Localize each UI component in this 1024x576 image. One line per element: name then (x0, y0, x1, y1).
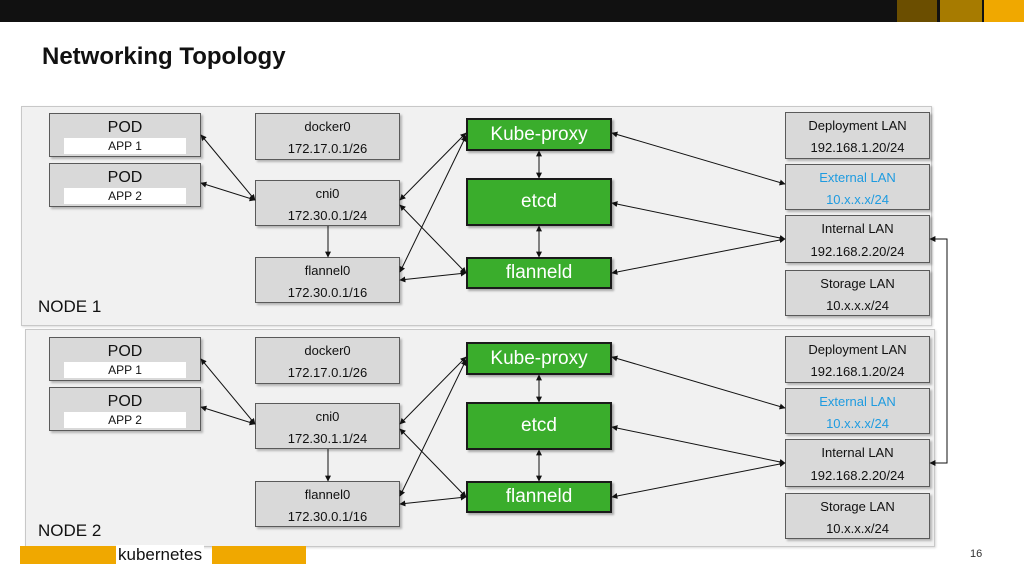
lan-ip: 10.x.x.x/24 (826, 298, 889, 313)
interface-name: docker0 (304, 119, 351, 134)
top-bar (0, 0, 1024, 22)
connector-flanneld-internallan (611, 461, 786, 499)
lan-ip: 192.168.1.20/24 (810, 364, 905, 379)
connector-pod2-cni0 (200, 181, 256, 202)
node-2-flannel0: flannel0 172.30.0.1/16 (255, 481, 400, 527)
node-2-etcd: etcd (466, 402, 612, 450)
node-2-flanneld: flanneld (466, 481, 612, 513)
interface-name: flannel0 (304, 263, 351, 278)
connector-flannel0-kubeproxy (399, 359, 467, 497)
node-2-external-lan: External LAN 10.x.x.x/24 (785, 388, 930, 434)
connector-internal-lan-link (929, 236, 948, 466)
slide-title: Networking Topology (42, 43, 286, 70)
node-1-flannel0: flannel0 172.30.0.1/16 (255, 257, 400, 303)
node-1-flanneld: flanneld (466, 257, 612, 289)
service-label: etcd (521, 415, 557, 436)
connector-etcd-internallan (611, 425, 786, 465)
lan-name: Storage LAN (820, 499, 895, 514)
connector-pod2-cni0 (200, 405, 256, 426)
lan-name: External LAN (819, 394, 896, 409)
node-2-pod-app1: POD APP 1 (49, 337, 201, 381)
connector-pod1-cni0 (200, 358, 256, 425)
connector-flanneld-internallan (611, 237, 786, 275)
lan-ip: 192.168.2.20/24 (810, 468, 905, 483)
interface-ip: 172.30.1.1/24 (287, 431, 368, 446)
connector-kubeproxy-externallan (611, 355, 786, 410)
lan-name: Deployment LAN (808, 342, 907, 357)
interface-ip: 172.17.0.1/26 (287, 365, 368, 380)
connector-etcd-internallan (611, 201, 786, 241)
pod-label: POD (107, 119, 143, 136)
node-1-pod-app2: POD APP 2 (49, 163, 201, 207)
interface-ip: 172.30.0.1/16 (287, 285, 368, 300)
lan-name: Internal LAN (821, 445, 894, 460)
lan-ip: 192.168.2.20/24 (810, 244, 905, 259)
connector-flannel0-flanneld (399, 494, 467, 507)
interface-ip: 172.30.0.1/24 (287, 208, 368, 223)
interface-ip: 172.30.0.1/16 (287, 509, 368, 524)
pod-app-label: APP 2 (64, 412, 186, 428)
node-2-label: NODE 2 (38, 521, 102, 540)
lan-ip: 192.168.1.20/24 (810, 140, 905, 155)
node-1-internal-lan: Internal LAN 192.168.2.20/24 (785, 215, 930, 263)
lan-name: Internal LAN (821, 221, 894, 236)
service-label: Kube-proxy (490, 348, 588, 369)
connector-cni0-flanneld (399, 204, 467, 274)
connector-kubeproxy-externallan (611, 131, 786, 186)
node-2-deployment-lan: Deployment LAN 192.168.1.20/24 (785, 336, 930, 383)
pod-label: POD (107, 393, 143, 410)
lan-name: Storage LAN (820, 276, 895, 291)
node-1-kube-proxy: Kube-proxy (466, 118, 612, 151)
connector-flannel0-flanneld (399, 270, 467, 283)
interface-name: cni0 (315, 409, 340, 424)
interface-name: flannel0 (304, 487, 351, 502)
interface-name: cni0 (315, 186, 340, 201)
footer-kubernetes: kubernetes (116, 545, 205, 565)
service-label: flanneld (505, 486, 573, 507)
connector-cni0-kubeproxy (399, 356, 467, 425)
service-label: flanneld (505, 262, 573, 283)
node-1-external-lan: External LAN 10.x.x.x/24 (785, 164, 930, 210)
top-bar-accent-dark-gold (940, 0, 982, 22)
node-2-storage-lan: Storage LAN 10.x.x.x/24 (785, 493, 930, 539)
lan-ip: 10.x.x.x/24 (826, 416, 889, 431)
pod-app-label: APP 2 (64, 188, 186, 204)
connector-flannel0-kubeproxy (399, 135, 467, 273)
connector-cni0-kubeproxy (399, 132, 467, 201)
node-1-storage-lan: Storage LAN 10.x.x.x/24 (785, 270, 930, 316)
connector-pod1-cni0 (200, 134, 256, 201)
lan-ip: 10.x.x.x/24 (826, 192, 889, 207)
footer-accent-left (20, 546, 116, 564)
node-2-internal-lan: Internal LAN 192.168.2.20/24 (785, 439, 930, 487)
service-label: Kube-proxy (490, 124, 588, 145)
node-2-pod-app2: POD APP 2 (49, 387, 201, 431)
connector-cni0-flanneld (399, 428, 467, 498)
node-2-docker0: docker0 172.17.0.1/26 (255, 337, 400, 384)
lan-ip: 10.x.x.x/24 (826, 521, 889, 536)
node-1-label: NODE 1 (38, 297, 102, 316)
footer-accent-right (212, 546, 306, 564)
top-bar-accent-gold (984, 0, 1024, 22)
pod-app-label: APP 1 (64, 362, 186, 378)
lan-name: Deployment LAN (808, 118, 907, 133)
page-number: 16 (970, 548, 983, 560)
node-2-kube-proxy: Kube-proxy (466, 342, 612, 375)
node-1-docker0: docker0 172.17.0.1/26 (255, 113, 400, 160)
node-1-cni0: cni0 172.30.0.1/24 (255, 180, 400, 226)
node-1-deployment-lan: Deployment LAN 192.168.1.20/24 (785, 112, 930, 159)
node-1-pod-app1: POD APP 1 (49, 113, 201, 157)
interface-name: docker0 (304, 343, 351, 358)
lan-name: External LAN (819, 170, 896, 185)
interface-ip: 172.17.0.1/26 (287, 141, 368, 156)
service-label: etcd (521, 191, 557, 212)
top-bar-accent-brown (897, 0, 937, 22)
pod-label: POD (107, 343, 143, 360)
node-1-etcd: etcd (466, 178, 612, 226)
pod-app-label: APP 1 (64, 138, 186, 154)
node-2-cni0: cni0 172.30.1.1/24 (255, 403, 400, 449)
pod-label: POD (107, 169, 143, 186)
